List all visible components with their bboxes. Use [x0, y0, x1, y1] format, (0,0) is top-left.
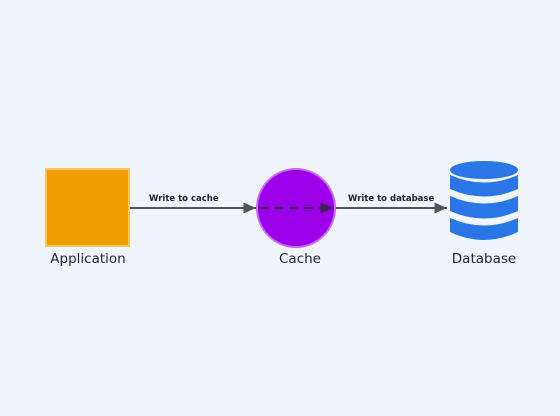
database-icon [450, 161, 518, 240]
edge-write-to-database-label: Write to database [348, 194, 434, 204]
database-label: Database [452, 251, 516, 267]
application-node [45, 168, 130, 247]
cache-label: Cache [279, 251, 321, 267]
application-box [45, 168, 130, 247]
database-node [450, 161, 518, 240]
edge-write-to-cache: Write to cache [130, 194, 256, 214]
edge-write-to-cache-label: Write to cache [149, 194, 219, 204]
application-label: Application [50, 251, 125, 267]
edge-write-to-database: Write to database [336, 194, 447, 214]
